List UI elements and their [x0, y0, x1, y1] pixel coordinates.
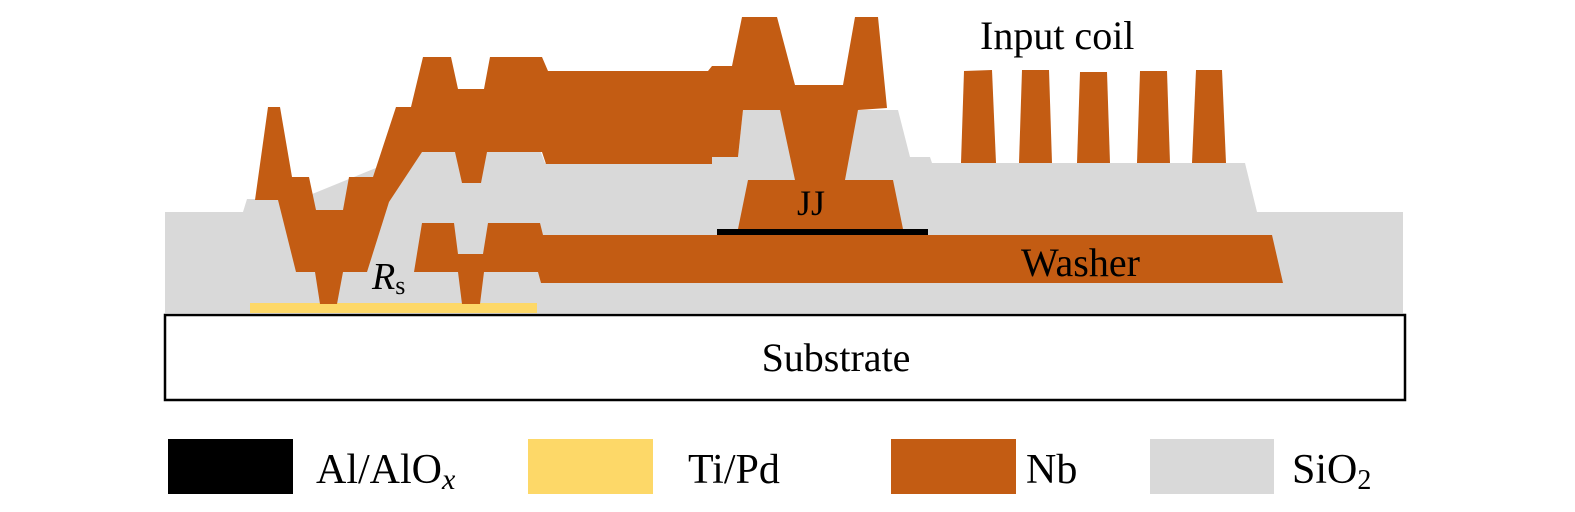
ti-pd-resistor [250, 303, 537, 313]
nb-washer [414, 223, 1283, 304]
legend-label-ti-pd: Ti/Pd [688, 447, 780, 493]
legend-swatch-ti-pd [528, 439, 653, 494]
legend-suffix: x [441, 463, 456, 496]
rs-sub: s [395, 271, 405, 300]
input-coil-label: Input coil [980, 13, 1134, 58]
legend-suffix: 2 [1357, 465, 1371, 496]
jj-label: JJ [797, 183, 825, 223]
coil-turn [961, 70, 996, 163]
nb-junction-electrode [738, 180, 903, 229]
al-alox-barrier [717, 229, 928, 235]
coil-turn [1137, 71, 1170, 163]
washer-label: Washer [1021, 240, 1140, 285]
legend-main: Al/AlO [316, 447, 442, 493]
legend: Al/AlOx Ti/Pd Nb SiO2 [168, 439, 1371, 496]
coil-turn [1077, 72, 1110, 163]
rs-label: Rs [371, 256, 405, 300]
legend-label-al-alox: Al/AlOx [316, 447, 456, 496]
coil-turn [1192, 70, 1226, 163]
legend-main: SiO [1292, 447, 1357, 493]
coil-turn [1019, 70, 1052, 163]
substrate-label: Substrate [762, 335, 911, 380]
legend-swatch-al-alox [168, 439, 293, 494]
legend-swatch-nb [891, 439, 1016, 494]
substrate [163, 313, 1407, 402]
input-coil [961, 70, 1226, 163]
rs-main: R [371, 256, 395, 298]
legend-label-sio2: SiO2 [1292, 447, 1371, 496]
nb-wiring [255, 17, 887, 304]
legend-label-nb: Nb [1026, 447, 1077, 493]
legend-swatch-sio2 [1150, 439, 1274, 494]
